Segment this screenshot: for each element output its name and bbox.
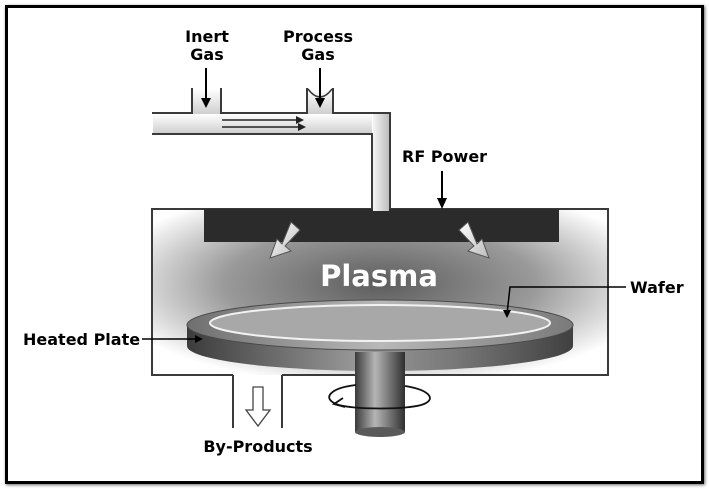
- rotation-arrow-icon: [328, 384, 431, 410]
- rf-power-label: RF Power: [402, 147, 487, 166]
- exhaust-arrow-icon: [244, 386, 272, 428]
- inert-gas-label-line2: Gas: [190, 45, 223, 64]
- plasma-label: Plasma: [320, 259, 438, 293]
- exhaust-outlet: [232, 375, 283, 428]
- wafer: [209, 304, 551, 342]
- inert-gas-label-line1: Inert: [185, 27, 229, 46]
- heated-plate-label: Heated Plate: [23, 330, 140, 349]
- dispersion-arrow-left-icon: [269, 221, 301, 259]
- gas-piping: [152, 68, 391, 210]
- top-electrode: [204, 209, 559, 242]
- rotating-shaft: [328, 352, 431, 437]
- wafer-leader-line: [506, 286, 626, 315]
- process-gas-label-line2: Gas: [301, 45, 334, 64]
- by-products-label: By-Products: [203, 437, 312, 456]
- dispersion-arrow-right-icon: [458, 221, 490, 259]
- gas-flow-arrows: [222, 116, 306, 131]
- wafer-label: Wafer: [630, 278, 684, 297]
- process-gas-label-line1: Process: [283, 27, 353, 46]
